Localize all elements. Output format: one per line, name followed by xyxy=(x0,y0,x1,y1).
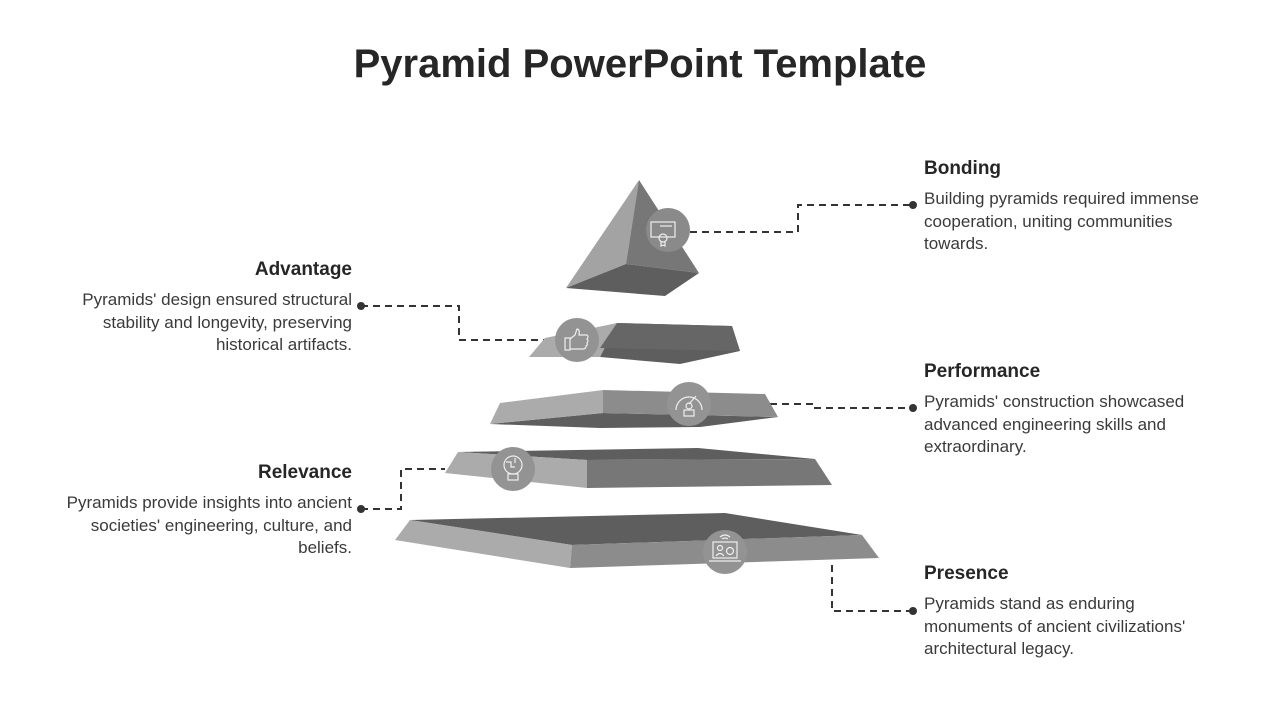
lightbulb-puzzle-icon xyxy=(503,455,523,481)
item-heading: Bonding xyxy=(924,158,1002,179)
item-text: Building pyramids required immense coope… xyxy=(924,189,1199,253)
speedometer-icon xyxy=(675,395,703,417)
connector-performance xyxy=(770,403,913,409)
pyramid-layer-2 xyxy=(529,318,740,364)
item-presence: Presence Pyramids stand as enduring monu… xyxy=(924,563,1214,661)
dot-presence xyxy=(909,607,917,615)
item-heading: Advantage xyxy=(254,259,352,280)
item-text: Pyramids' design ensured structural stab… xyxy=(82,290,352,354)
certificate-icon xyxy=(650,221,676,247)
laptop-user-icon xyxy=(709,534,741,562)
item-heading: Performance xyxy=(924,361,1041,382)
item-heading: Presence xyxy=(924,563,1009,584)
item-text: Pyramids' construction showcased advance… xyxy=(924,392,1185,456)
dot-bonding xyxy=(909,201,917,209)
pyramid-layer-3 xyxy=(490,382,778,428)
connector-presence xyxy=(831,565,913,612)
item-heading: Relevance xyxy=(257,462,352,483)
pyramid-layer-4 xyxy=(445,447,832,491)
thumbs-up-icon xyxy=(564,328,589,351)
item-advantage: Advantage Pyramids' design ensured struc… xyxy=(52,259,352,357)
item-relevance: Relevance Pyramids provide insights into… xyxy=(52,462,352,560)
dot-performance xyxy=(909,404,917,412)
item-text: Pyramids provide insights into ancient s… xyxy=(66,493,352,557)
connector-advantage xyxy=(361,305,553,341)
connector-relevance xyxy=(361,468,445,510)
connector-bonding xyxy=(690,204,913,233)
item-text: Pyramids stand as enduring monuments of … xyxy=(924,594,1186,658)
dot-relevance xyxy=(357,505,365,513)
item-bonding: Bonding Building pyramids required immen… xyxy=(924,158,1224,256)
item-performance: Performance Pyramids' construction showc… xyxy=(924,361,1224,459)
pyramid-top xyxy=(566,180,699,296)
slide-title: Pyramid PowerPoint Template xyxy=(353,42,927,86)
dot-advantage xyxy=(357,302,365,310)
pyramid-layer-5 xyxy=(395,513,879,574)
